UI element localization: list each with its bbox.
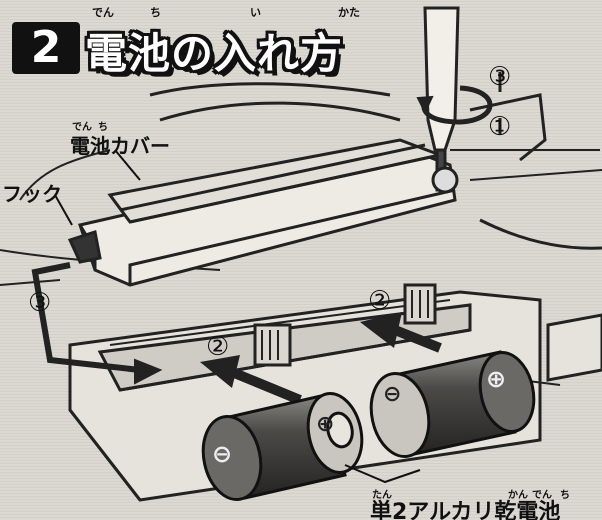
step-3-tighten: ③ <box>488 62 512 92</box>
hook-leader <box>54 194 73 226</box>
cover-leader <box>114 149 141 181</box>
battery-right <box>369 350 536 458</box>
insert-arrow-right <box>360 312 442 353</box>
device-outline <box>0 82 602 286</box>
hook-arrow <box>31 262 163 385</box>
battery-left-plus: ⊕ <box>316 412 335 437</box>
battery-ruby-kan: かん <box>508 490 528 501</box>
battery-left <box>201 392 364 501</box>
battery-left-minus: ⊖ <box>212 440 233 468</box>
battery-ruby-chi: ち <box>560 490 570 501</box>
battery-type-label: 単2アルカリ乾電池 <box>370 500 561 520</box>
battery-cover <box>67 138 457 287</box>
title-ruby-i: い <box>250 6 261 19</box>
step-1-loosen: ① <box>488 112 512 142</box>
title-ruby-chi: ち <box>150 6 161 19</box>
hook-label: フック <box>2 182 62 206</box>
rotation-arrow <box>416 72 502 135</box>
battery-leader <box>344 464 421 484</box>
cover-ruby-chi: ち <box>98 122 108 133</box>
title-ruby-kata: かた <box>338 6 360 19</box>
step-number-badge: 2 <box>12 22 80 74</box>
page-title: 電池の入れ方 <box>85 29 344 78</box>
cover-ruby-den: でん <box>72 122 92 133</box>
step-3-hook: ③ <box>28 288 52 318</box>
step-2-left: ② <box>206 332 230 362</box>
battery-right-minus: ⊖ <box>383 382 402 407</box>
insert-arrow-left <box>200 355 302 405</box>
title-ruby-den: でん <box>92 6 114 19</box>
step-2-right: ② <box>368 286 392 316</box>
battery-cover-label: 電池カバー <box>70 134 170 158</box>
battery-ruby-tan: たん <box>372 490 392 501</box>
battery-right-plus: ⊕ <box>486 365 507 393</box>
battery-ruby-den: でん <box>532 490 552 501</box>
screwdriver <box>423 6 460 194</box>
